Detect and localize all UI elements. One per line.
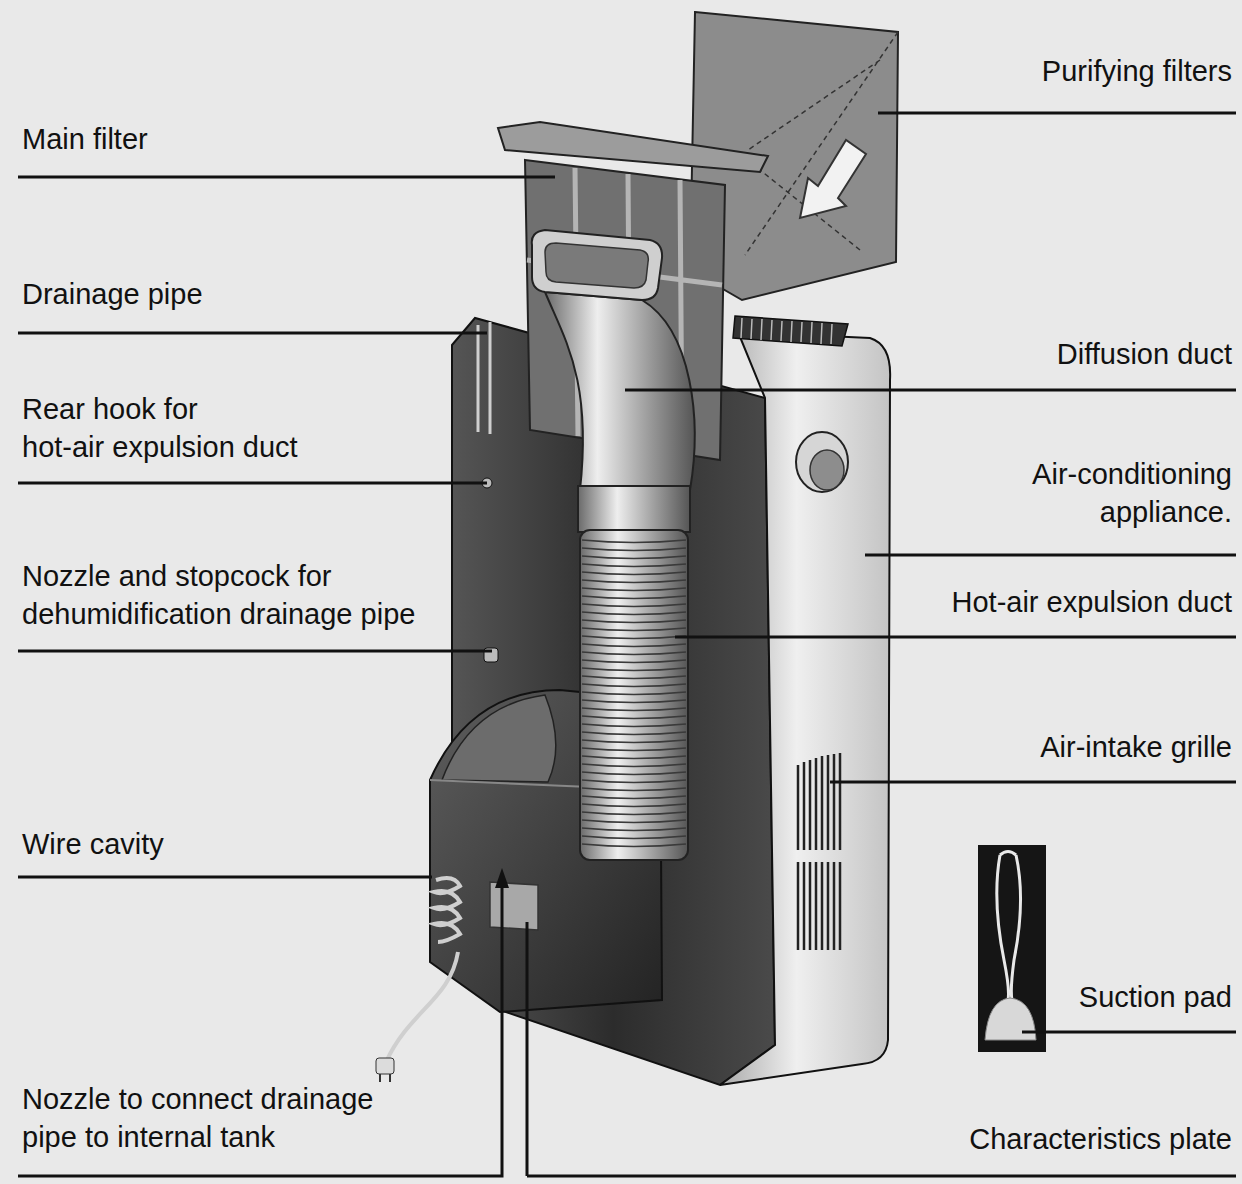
hose-rib (582, 668, 686, 671)
hose-rib (582, 556, 686, 559)
hose-rib (582, 684, 686, 687)
part-label: Nozzle to connect drainage pipe to inter… (22, 1080, 373, 1156)
part-label: Drainage pipe (22, 275, 203, 313)
hose-rib (582, 540, 686, 543)
diffusion-duct-mouth (545, 243, 648, 288)
hose-rib (582, 732, 686, 735)
suction-pad-inset (978, 845, 1046, 1052)
hose-rib (582, 788, 686, 791)
hose-rib (582, 748, 686, 751)
hose-ribs (582, 540, 686, 847)
part-label: Rear hook for hot-air expulsion duct (22, 390, 298, 466)
top-vent (733, 316, 848, 346)
hose-rib (582, 780, 686, 783)
hose-rib (582, 636, 686, 639)
hose-rib (582, 548, 686, 551)
hose-rib (582, 676, 686, 679)
hose-rib (582, 660, 686, 663)
hose-rib (582, 836, 686, 839)
hose-rib (582, 828, 686, 831)
label-line: Nozzle and stopcock for (22, 557, 415, 595)
label-line: hot-air expulsion duct (22, 428, 298, 466)
filter-dash-lines (745, 32, 898, 255)
label-line: appliance. (1032, 493, 1232, 531)
part-label: Hot-air expulsion duct (952, 583, 1232, 621)
part-label: Main filter (22, 120, 148, 158)
hose-rib (582, 812, 686, 815)
hose-rib (582, 612, 686, 615)
hose-rib (582, 724, 686, 727)
appliance-side-face (720, 332, 890, 1085)
label-line: Nozzle to connect drainage (22, 1080, 373, 1118)
duct-collar (578, 486, 690, 532)
handle-recess (810, 450, 844, 490)
part-label: Suction pad (1079, 978, 1232, 1016)
leader-arrowhead (495, 868, 509, 888)
label-line: dehumidification drainage pipe (22, 595, 415, 633)
hose-rib (582, 708, 686, 711)
tray-opening (442, 695, 556, 782)
vent-slots (741, 318, 832, 344)
hose-rib (582, 572, 686, 575)
main-filter-handle (498, 122, 768, 172)
hose-rib (582, 796, 686, 799)
hose-rib (582, 844, 686, 847)
plug (376, 1058, 394, 1074)
hose-rib (582, 604, 686, 607)
hose-rib (582, 564, 686, 567)
hose-rib (582, 588, 686, 591)
hose-rib (582, 652, 686, 655)
insert-arrow (800, 140, 866, 218)
part-label: Purifying filters (1042, 52, 1232, 90)
hose-rib (582, 756, 686, 759)
hose-rib (582, 772, 686, 775)
label-line: Rear hook for (22, 390, 298, 428)
wire-coil (434, 878, 460, 942)
suction-pad-cord (997, 852, 1021, 1001)
label-line: pipe to internal tank (22, 1118, 373, 1156)
hose-rib (582, 700, 686, 703)
power-cable (386, 952, 458, 1062)
hose-rib (582, 644, 686, 647)
hose-rib (582, 820, 686, 823)
hot-air-hose (580, 530, 688, 860)
hose-rib (582, 716, 686, 719)
diffusion-duct-head (532, 230, 662, 300)
label-line: Air-conditioning (1032, 455, 1232, 493)
leader-lines (18, 113, 1236, 1176)
hose-rib (582, 764, 686, 767)
hose-rib (582, 620, 686, 623)
hose-rib (582, 804, 686, 807)
hose-rib (582, 596, 686, 599)
plug-pins (380, 1074, 390, 1082)
side-handle (796, 432, 848, 492)
suction-cup (985, 998, 1036, 1040)
part-label: Diffusion duct (1057, 335, 1232, 373)
characteristics-plate (490, 882, 538, 930)
hose-rib (582, 692, 686, 695)
part-label: Air-conditioning appliance. (1032, 455, 1232, 531)
part-label: Characteristics plate (969, 1120, 1232, 1158)
hose-rib (582, 740, 686, 743)
drainage-pipe-tube (478, 322, 490, 434)
part-label: Nozzle and stopcock for dehumidification… (22, 557, 415, 633)
part-label: Wire cavity (22, 825, 164, 863)
hose-rib (582, 628, 686, 631)
part-label: Air-intake grille (1040, 728, 1232, 766)
hose-rib (582, 580, 686, 583)
